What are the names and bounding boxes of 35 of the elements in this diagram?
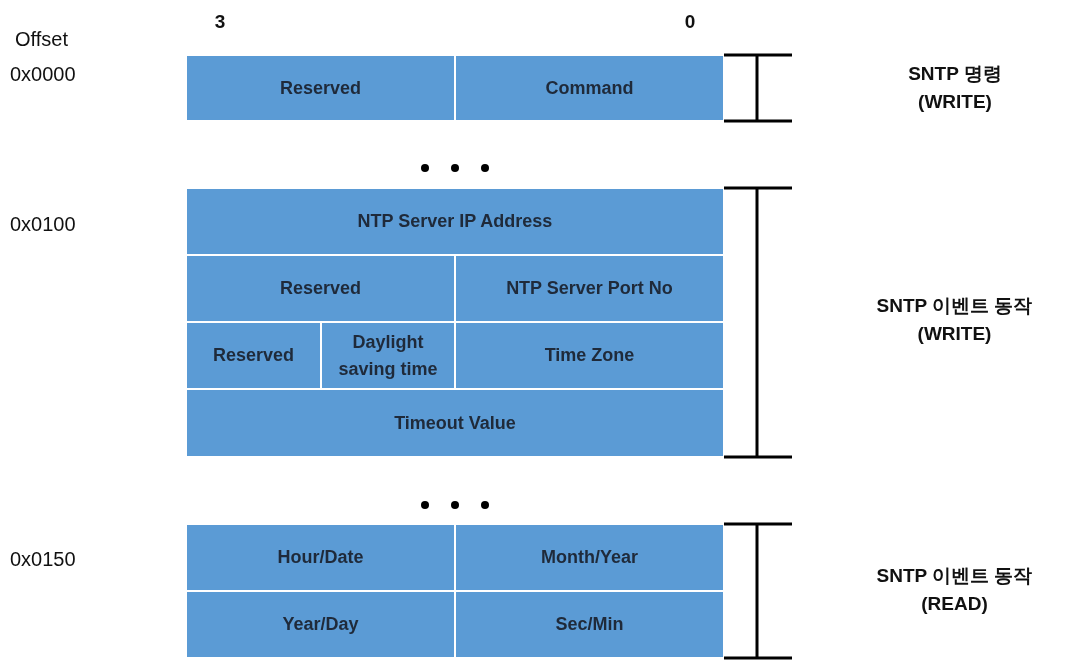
bracket-label: SNTP 이벤트 동작 (WRITE) xyxy=(875,294,1034,346)
field-name: Reserved xyxy=(279,277,362,300)
field-name: Month/Year xyxy=(541,546,638,569)
field-name: Reserved xyxy=(212,344,295,367)
bit-number: 0 xyxy=(683,10,697,34)
register-field xyxy=(455,255,724,322)
register-field xyxy=(186,55,455,121)
bracket-label: SNTP 명령 (WRITE) xyxy=(907,62,1003,114)
field-name: NTP Server IP Address xyxy=(357,210,553,233)
register-field xyxy=(455,322,724,389)
register-field xyxy=(186,255,455,322)
register-field xyxy=(186,188,724,255)
field-name: Timeout Value xyxy=(394,411,516,435)
register-field xyxy=(186,591,455,658)
bracket-label: SNTP 이벤트 동작 (READ) xyxy=(875,564,1034,616)
register-field xyxy=(455,524,724,591)
offset-address: 0x0150 xyxy=(10,547,77,572)
bit-number: 3 xyxy=(213,10,227,34)
field-name: Reserved xyxy=(279,76,362,100)
field-name: Command xyxy=(545,76,634,100)
register-field xyxy=(321,322,455,389)
register-field xyxy=(186,322,321,389)
field-name: Time Zone xyxy=(544,344,635,367)
register-field xyxy=(186,524,455,591)
field-name: NTP Server Port No xyxy=(506,277,673,300)
register-field xyxy=(186,389,724,457)
register-field xyxy=(455,55,724,121)
offset-address: 0x0000 xyxy=(10,62,77,87)
field-name: Sec/Min xyxy=(555,613,624,636)
register-field xyxy=(455,591,724,658)
field-name: Year/Day xyxy=(282,613,359,636)
field-name: Daylight saving time xyxy=(337,331,439,381)
field-name: Hour/Date xyxy=(277,546,364,569)
offset-address: 0x0100 xyxy=(10,212,77,237)
column-label: Offset xyxy=(15,27,69,52)
